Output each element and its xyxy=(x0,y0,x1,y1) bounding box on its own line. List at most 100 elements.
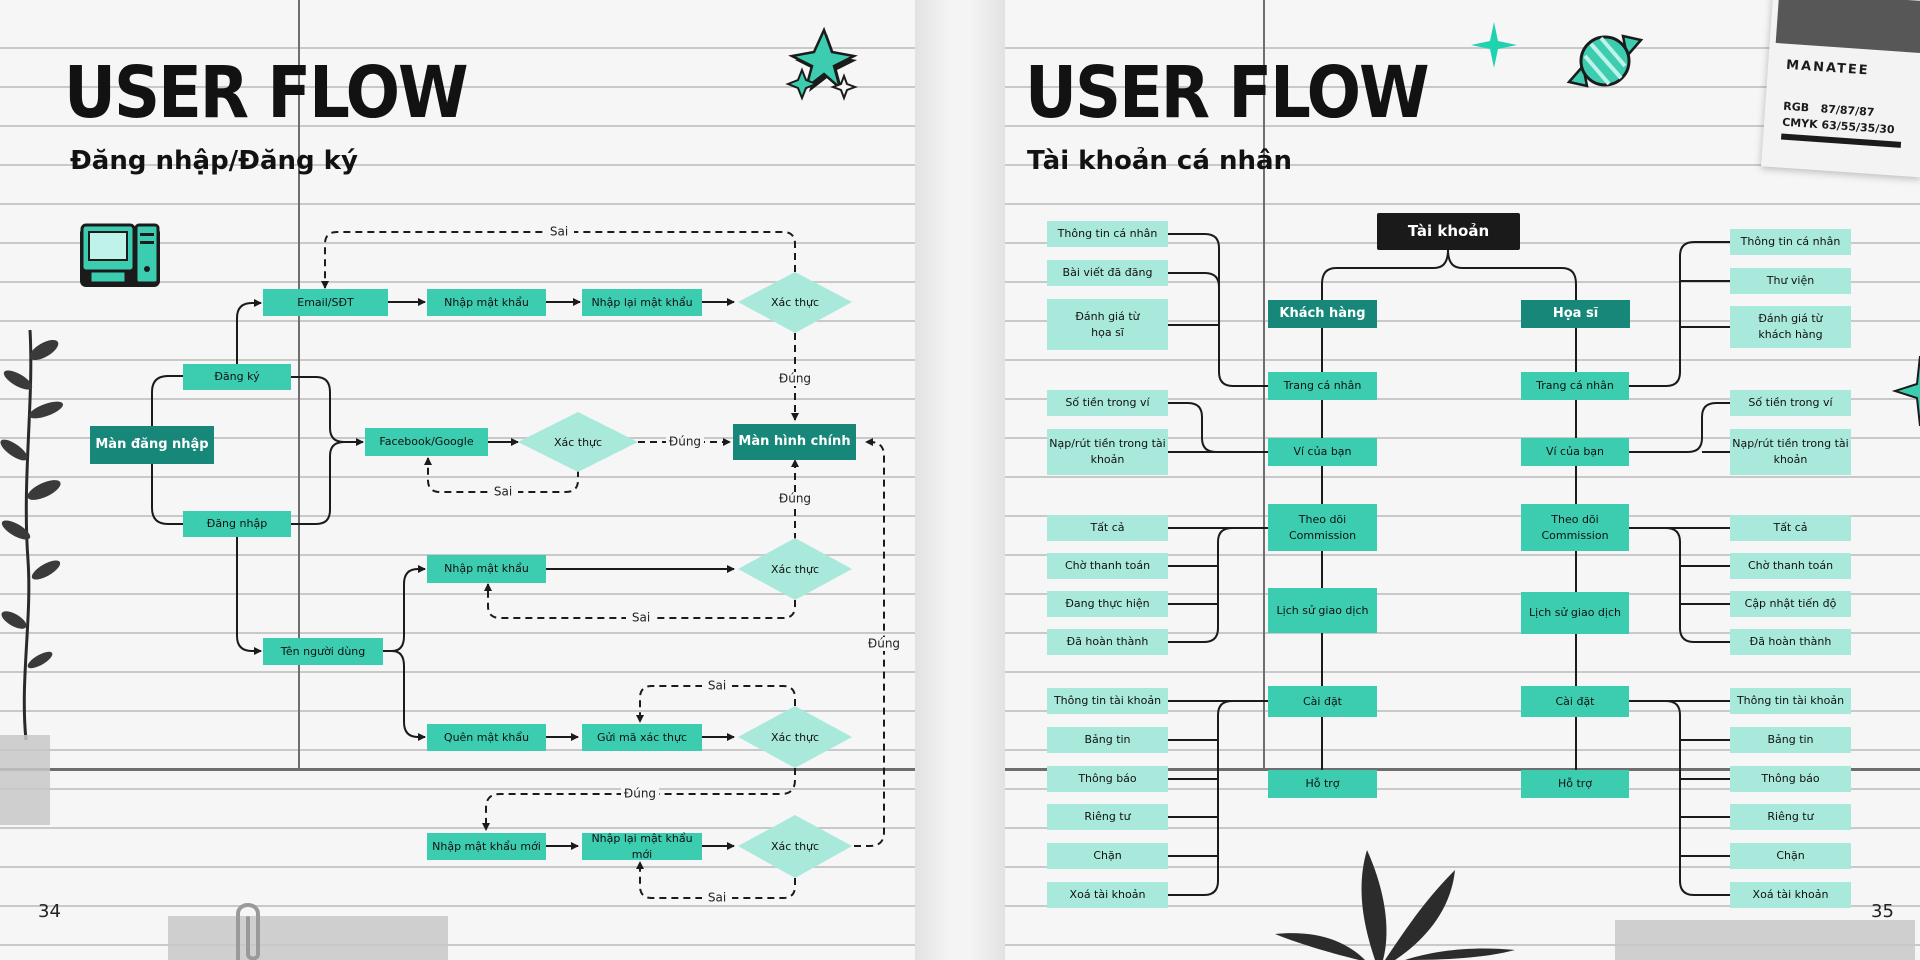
customer-support-node[interactable]: Hỗ trợ xyxy=(1268,770,1377,798)
leaf-node[interactable]: Riêng tư xyxy=(1730,804,1851,830)
reenter-password-node[interactable]: Nhập lại mật khẩu xyxy=(582,289,702,316)
tape-bottom xyxy=(168,916,448,960)
new-password-node[interactable]: Nhập mật khẩu mới xyxy=(427,833,546,860)
leaf-node[interactable]: Số tiền trong ví xyxy=(1730,390,1851,416)
tape-left xyxy=(0,735,50,825)
customer-profile-node[interactable]: Trang cá nhân xyxy=(1268,372,1377,400)
decision-diamonds xyxy=(518,272,852,878)
leaf-node[interactable]: Bảng tin xyxy=(1730,727,1851,753)
leaf-node[interactable]: Tất cả xyxy=(1047,515,1168,541)
bottom-rule xyxy=(0,768,915,771)
label-sai: Sai xyxy=(550,225,568,239)
verify-decision-2: Xác thực xyxy=(553,435,603,449)
leaf-node[interactable]: Thông báo xyxy=(1730,766,1851,792)
register-node[interactable]: Đăng ký xyxy=(183,364,291,390)
leaf-node[interactable]: Bảng tin xyxy=(1047,727,1168,753)
leaf-node[interactable]: Chờ thanh toán xyxy=(1730,553,1851,579)
plant-icon xyxy=(0,329,64,740)
leaf-node[interactable]: Thông tin tài khoản xyxy=(1730,688,1851,714)
customer-history-node[interactable]: Lịch sử giao dịch xyxy=(1268,588,1377,633)
computer-icon xyxy=(80,223,160,287)
leaf-node[interactable]: Xoá tài khoản xyxy=(1730,882,1851,908)
forgot-password-node[interactable]: Quên mật khẩu xyxy=(427,724,546,751)
verify-decision-1: Xác thực xyxy=(770,296,820,309)
verify-decision-4: Xác thực xyxy=(770,730,820,744)
leaf-node[interactable]: Nạp/rút tiền trong tài khoản xyxy=(1730,429,1851,475)
customer-commission-node[interactable]: Theo dõi Commission xyxy=(1268,504,1377,551)
right-tree-connectors xyxy=(1168,233,1730,896)
plant-icon xyxy=(1275,850,1515,960)
reenter-new-password-node[interactable]: Nhập lại mật khẩu mới xyxy=(582,832,702,861)
start-login-screen[interactable]: Màn đăng nhập xyxy=(90,426,214,464)
leaf-node[interactable]: Tất cả xyxy=(1730,515,1851,541)
tape-bottom xyxy=(1615,920,1915,960)
email-phone-node[interactable]: Email/SĐT xyxy=(263,289,388,316)
customer-settings-node[interactable]: Cài đặt xyxy=(1268,686,1377,717)
page-title: USER FLOW xyxy=(64,52,469,135)
leaf-node[interactable]: Chặn xyxy=(1047,843,1168,869)
enter-password-node[interactable]: Nhập mật khẩu xyxy=(427,289,546,316)
label-sai: Sai xyxy=(708,891,726,905)
leaf-node[interactable]: Thư viện xyxy=(1730,268,1851,294)
leaf-node[interactable]: Riêng tư xyxy=(1047,804,1168,830)
customer-wallet-node[interactable]: Ví của bạn xyxy=(1268,438,1377,466)
leaf-node[interactable]: Đang thực hiện xyxy=(1047,591,1168,617)
artist-wallet-node[interactable]: Ví của bạn xyxy=(1521,438,1629,466)
leaf-node[interactable]: Đã hoàn thành xyxy=(1047,629,1168,655)
artist-profile-node[interactable]: Trang cá nhân xyxy=(1521,372,1629,400)
page-number: 35 xyxy=(1871,901,1894,922)
facebook-google-node[interactable]: Facebook/Google xyxy=(365,428,488,456)
bottom-rule xyxy=(1005,768,1920,771)
artist-history-node[interactable]: Lịch sử giao dịch xyxy=(1521,592,1629,634)
leaf-node[interactable]: Xoá tài khoản xyxy=(1047,882,1168,908)
login-node[interactable]: Đăng nhập xyxy=(183,511,291,537)
leaf-node[interactable]: Đánh giá từ họa sĩ xyxy=(1047,299,1168,350)
label-dung: Đúng xyxy=(624,787,656,801)
verify-decision-5: Xác thực xyxy=(770,840,820,853)
label-dung: Đúng xyxy=(779,492,811,506)
enter-password-node[interactable]: Nhập mật khẩu xyxy=(427,555,546,583)
page-number: 34 xyxy=(38,901,61,922)
left-flow-labels: Sai Đúng Đúng Sai Đúng Sai Đúng Sai Đúng… xyxy=(488,225,903,905)
spine-gutter xyxy=(915,0,1005,960)
customer-header[interactable]: Khách hàng xyxy=(1268,300,1377,328)
page-subtitle: Đăng nhập/Đăng ký xyxy=(70,146,358,176)
leaf-node[interactable]: Thông báo xyxy=(1047,766,1168,792)
send-code-node[interactable]: Gửi mã xác thực xyxy=(582,724,702,751)
leaf-node[interactable]: Đã hoàn thành xyxy=(1730,629,1851,655)
verify-decision-3: Xác thực xyxy=(770,562,820,576)
page-subtitle: Tài khoản cá nhân xyxy=(1027,146,1293,176)
leaf-node[interactable]: Cập nhật tiến độ xyxy=(1730,591,1851,617)
sparkle-icon xyxy=(1471,22,1517,68)
label-sai: Sai xyxy=(632,611,650,625)
label-dung: Đúng xyxy=(779,372,811,386)
artist-support-node[interactable]: Hỗ trợ xyxy=(1521,770,1629,798)
left-page: USER FLOW Đăng nhập/Đăng ký 34 xyxy=(0,0,915,960)
artist-header[interactable]: Họa sĩ xyxy=(1521,300,1630,328)
leaf-node[interactable]: Đánh giá từ khách hàng xyxy=(1730,306,1851,348)
account-root-node[interactable]: Tài khoản xyxy=(1377,213,1520,250)
paperclip-icon xyxy=(236,903,260,960)
label-dung: Đúng xyxy=(669,435,701,449)
leaf-node[interactable]: Thông tin cá nhân xyxy=(1730,229,1851,255)
leaf-node[interactable]: Chặn xyxy=(1730,843,1851,869)
leaf-node[interactable]: Nạp/rút tiền trong tài khoản xyxy=(1047,429,1168,475)
candy-icon xyxy=(1566,34,1644,88)
leaf-node[interactable]: Số tiền trong ví xyxy=(1047,390,1168,416)
right-page: USER FLOW Tài khoản cá nhân 35 MANATEE R… xyxy=(1005,0,1920,960)
page-title: USER FLOW xyxy=(1025,52,1430,135)
sparkle-icon xyxy=(1891,356,1920,426)
margin-line xyxy=(298,0,300,770)
label-sai: Sai xyxy=(494,485,512,499)
leaf-node[interactable]: Thông tin cá nhân xyxy=(1047,221,1168,247)
artist-commission-node[interactable]: Theo dõi Commission xyxy=(1521,504,1629,551)
main-screen-node[interactable]: Màn hình chính xyxy=(733,424,856,460)
label-sai: Sai xyxy=(708,679,726,693)
leaf-node[interactable]: Bài viết đã đăng xyxy=(1047,260,1168,286)
leaf-node[interactable]: Chờ thanh toán xyxy=(1047,553,1168,579)
leaf-node[interactable]: Thông tin tài khoản xyxy=(1047,688,1168,714)
username-node[interactable]: Tên người dùng xyxy=(263,638,383,665)
artist-settings-node[interactable]: Cài đặt xyxy=(1521,686,1629,717)
